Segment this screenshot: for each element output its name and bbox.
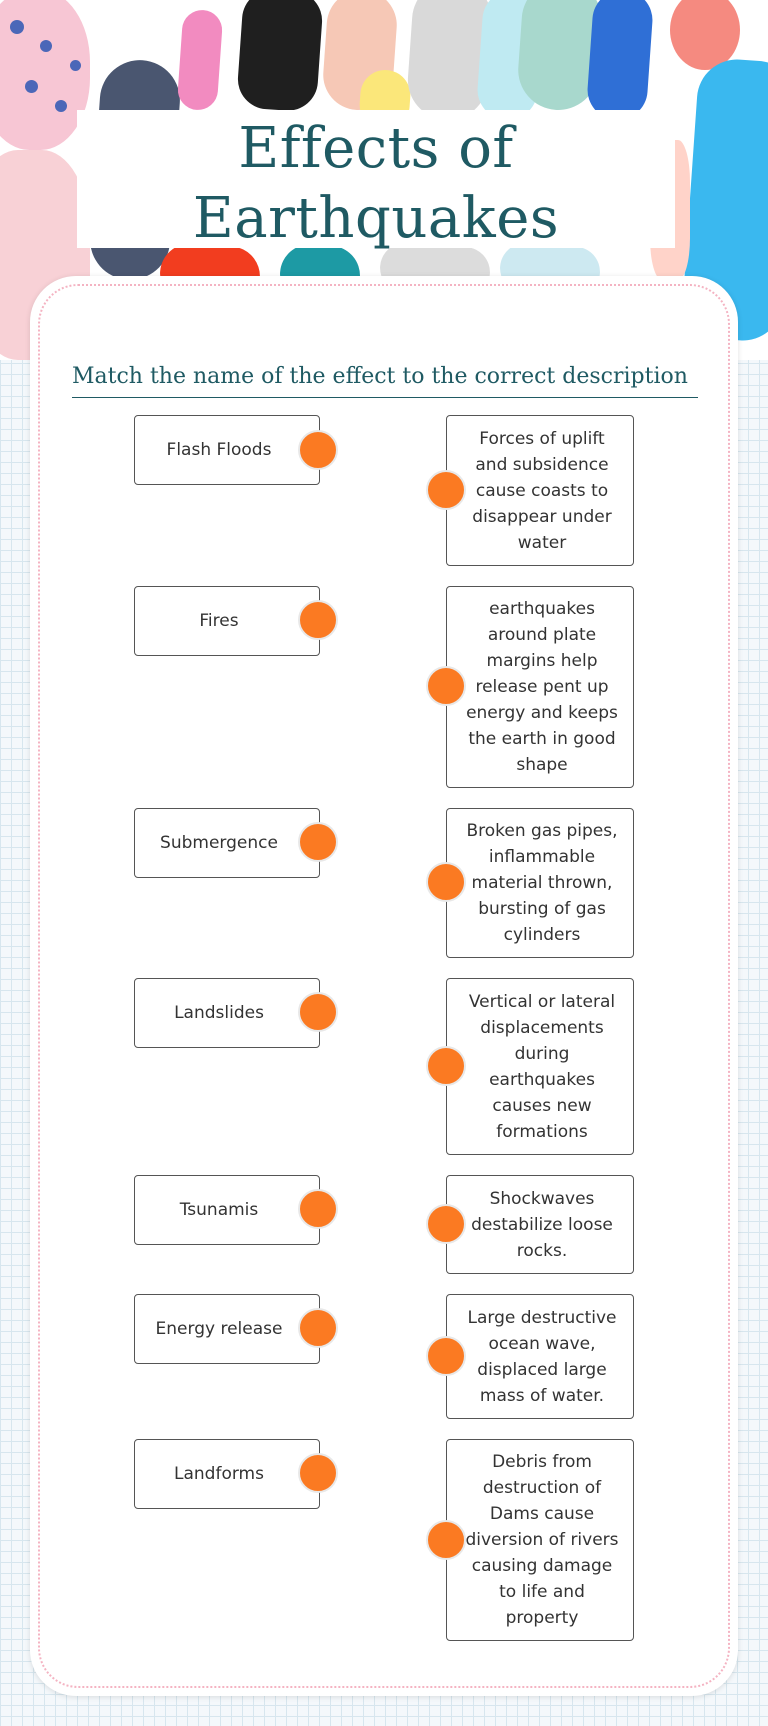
term-label: Submergence	[160, 833, 278, 853]
term-connector-dot[interactable]	[298, 822, 338, 862]
card-dotted-border	[38, 284, 730, 1688]
instruction-heading: Match the name of the effect to the corr…	[72, 364, 698, 398]
term-connector-dot[interactable]	[298, 600, 338, 640]
description-box: Vertical or lateral displacements during…	[446, 978, 634, 1155]
description-connector-dot[interactable]	[426, 862, 466, 902]
description-box: earthquakes around plate margins help re…	[446, 586, 634, 788]
term-box: Fires	[134, 586, 320, 656]
description-connector-dot[interactable]	[426, 1046, 466, 1086]
worksheet-card: Match the name of the effect to the corr…	[30, 276, 738, 1696]
term-box: Energy release	[134, 1294, 320, 1364]
term-label: Flash Floods	[166, 440, 272, 460]
term-label: Tsunamis	[179, 1200, 259, 1220]
term-connector-dot[interactable]	[298, 992, 338, 1032]
description-box: Broken gas pipes, inflammable material t…	[446, 808, 634, 958]
description-box: Shockwaves destabilize loose rocks.	[446, 1175, 634, 1274]
description-connector-dot[interactable]	[426, 1336, 466, 1376]
term-box: Landslides	[134, 978, 320, 1048]
description-connector-dot[interactable]	[426, 1520, 466, 1560]
term-label: Landforms	[174, 1464, 264, 1484]
description-text: Broken gas pipes, inflammable material t…	[466, 821, 618, 945]
term-box: Tsunamis	[134, 1175, 320, 1245]
description-text: Vertical or lateral displacements during…	[468, 991, 616, 1142]
description-connector-dot[interactable]	[426, 1204, 466, 1244]
description-text: Shockwaves destabilize loose rocks.	[471, 1188, 613, 1261]
description-box: Large destructive ocean wave, displaced …	[446, 1294, 634, 1419]
term-box: Landforms	[134, 1439, 320, 1509]
description-connector-dot[interactable]	[426, 470, 466, 510]
term-label: Landslides	[174, 1003, 264, 1023]
term-connector-dot[interactable]	[298, 1308, 338, 1348]
description-box: Debris from destruction of Dams cause di…	[446, 1439, 634, 1641]
term-connector-dot[interactable]	[298, 430, 338, 470]
description-text: earthquakes around plate margins help re…	[466, 599, 618, 775]
term-label: Energy release	[155, 1319, 283, 1339]
term-box: Flash Floods	[134, 415, 320, 485]
term-label: Fires	[199, 611, 239, 631]
term-connector-dot[interactable]	[298, 1453, 338, 1493]
description-connector-dot[interactable]	[426, 666, 466, 706]
page-title: Effects of Earthquakes	[192, 116, 560, 251]
description-box: Forces of uplift and subsidence cause co…	[446, 415, 634, 566]
description-text: Debris from destruction of Dams cause di…	[465, 1452, 619, 1628]
term-box: Submergence	[134, 808, 320, 878]
description-text: Large destructive ocean wave, displaced …	[467, 1307, 617, 1406]
term-connector-dot[interactable]	[298, 1189, 338, 1229]
title-box: Effects of Earthquakes	[77, 110, 675, 251]
description-text: Forces of uplift and subsidence cause co…	[472, 428, 612, 553]
